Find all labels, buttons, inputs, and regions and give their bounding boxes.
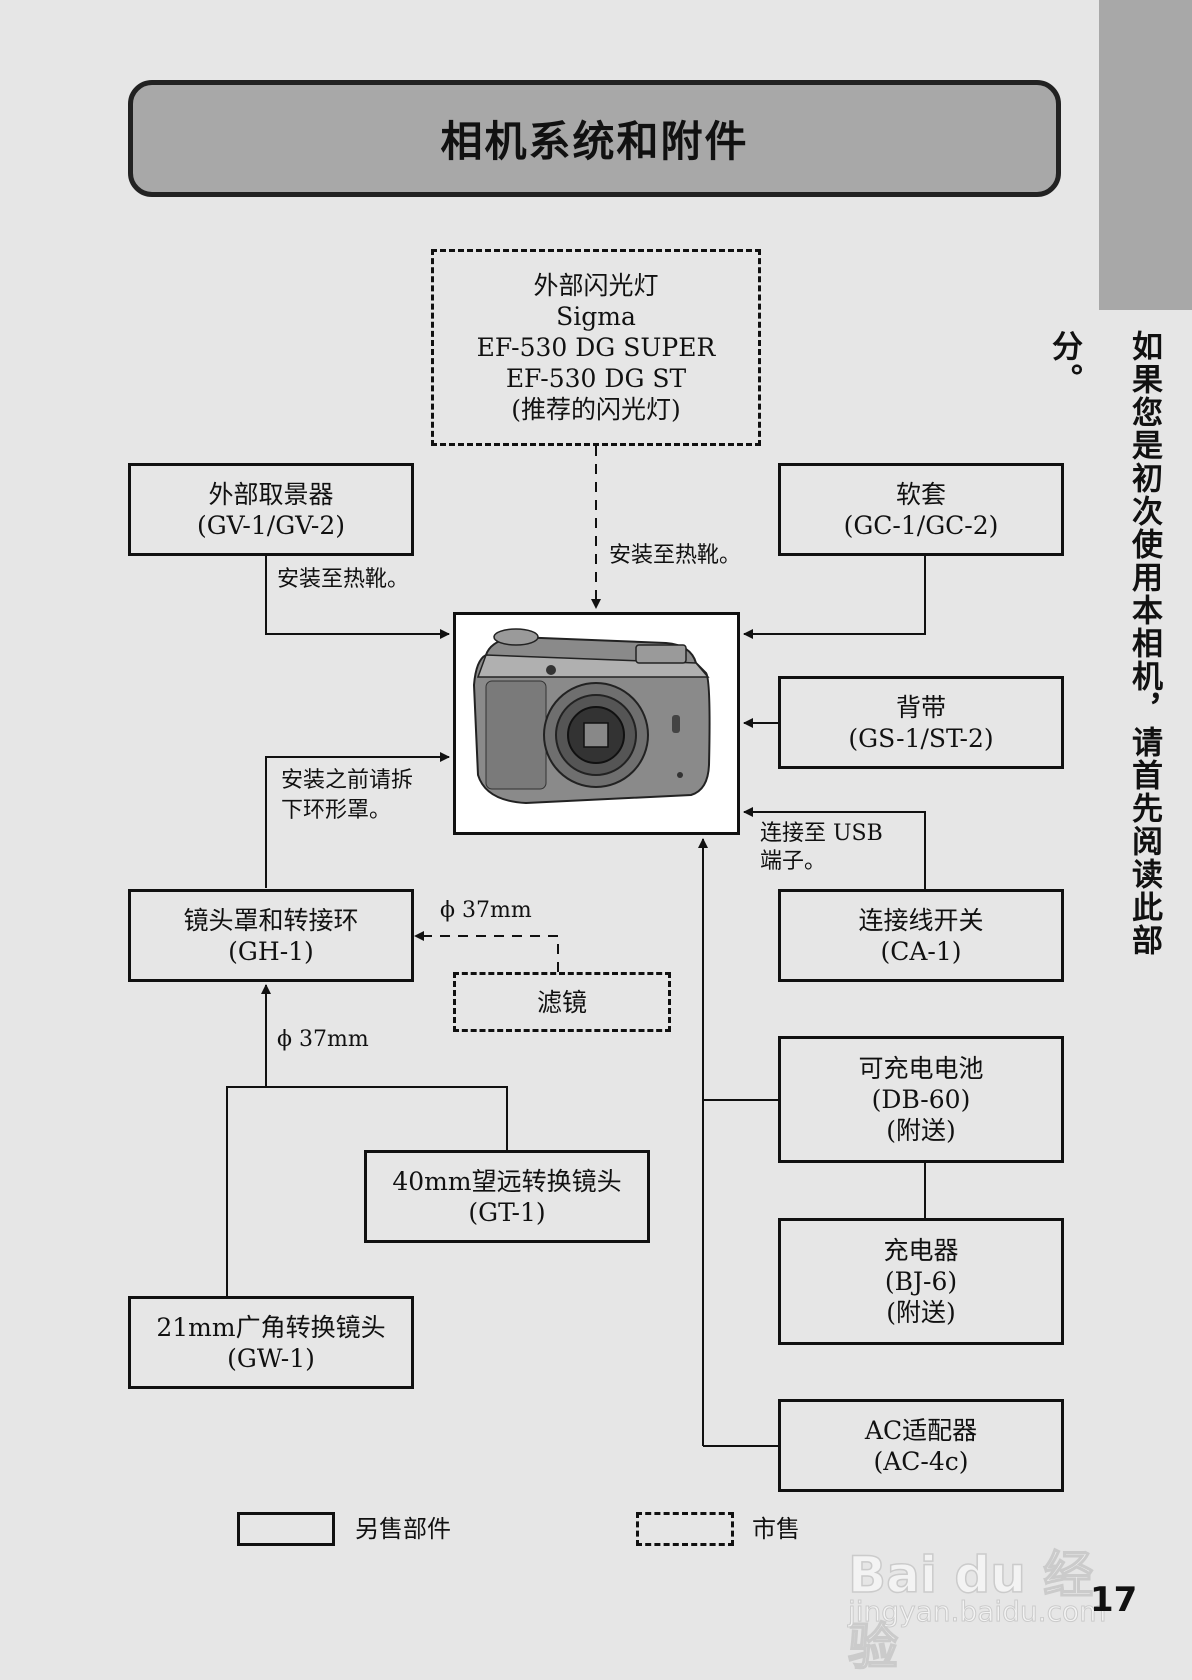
soft-case-model: (GC-1/GC-2)	[843, 510, 999, 540]
camera-image-box	[453, 612, 740, 835]
cable-switch-name: 连接线开关	[858, 905, 984, 935]
flash-model-2: EF-530 DG ST	[505, 364, 687, 393]
usb-label-2: 端子。	[760, 849, 827, 874]
tele-connector	[226, 1086, 508, 1296]
soft-case-box: 软套 (GC-1/GC-2)	[778, 463, 1064, 556]
legend-dashed-swatch	[636, 1512, 734, 1546]
filter-box: 滤镜	[453, 972, 671, 1032]
tele-converter-box: 40mm望远转换镜头 (GT-1)	[364, 1150, 650, 1243]
charger-box: 充电器 (BJ-6) (附送)	[778, 1218, 1064, 1345]
page-title: 相机系统和附件	[440, 117, 749, 166]
wide-converter-name: 21mm广角转换镜头	[156, 1312, 386, 1342]
ac-adapter-box: AC适配器 (AC-4c)	[778, 1399, 1064, 1492]
battery-model: (DB-60)	[871, 1085, 971, 1114]
lens-hood-adapter-box: 镜头罩和转接环 (GH-1)	[128, 889, 414, 982]
legend-solid-swatch	[237, 1512, 335, 1546]
strap-name: 背带	[895, 692, 946, 722]
flash-name: 外部闪光灯	[533, 271, 659, 300]
flash-brand: Sigma	[556, 302, 636, 331]
battery-name: 可充电电池	[858, 1054, 984, 1083]
viewfinder-model: (GV-1/GV-2)	[196, 510, 346, 540]
filter-connector	[414, 931, 559, 972]
wide-converter-box: 21mm广角转换镜头 (GW-1)	[128, 1296, 414, 1389]
hood-adapter-model: (GH-1)	[228, 936, 314, 966]
cable-switch-model: (CA-1)	[880, 936, 962, 966]
charger-model: (BJ-6)	[884, 1267, 958, 1296]
remove-ring-label-1: 安装之前请拆	[281, 768, 414, 793]
battery-note: (附送)	[886, 1116, 956, 1145]
softcase-connector	[743, 556, 926, 639]
cable-switch-box: 连接线开关 (CA-1)	[778, 889, 1064, 982]
charger-name: 充电器	[883, 1236, 959, 1265]
viewfinder-name: 外部取景器	[208, 479, 334, 509]
tele-converter-model: (GT-1)	[468, 1197, 546, 1227]
battery-box: 可充电电池 (DB-60) (附送)	[778, 1036, 1064, 1163]
converter-diameter-label: ϕ 37mm	[277, 1027, 369, 1052]
charger-note: (附送)	[886, 1298, 956, 1327]
soft-case-name: 软套	[895, 479, 946, 509]
flash-model-1: EF-530 DG SUPER	[476, 333, 716, 362]
external-viewfinder-box: 外部取景器 (GV-1/GV-2)	[128, 463, 414, 556]
legend-commercial: 市售	[752, 1515, 800, 1543]
external-flash-box: 外部闪光灯 Sigma EF-530 DG SUPER EF-530 DG ST…	[431, 249, 761, 446]
legend-sold-separately: 另售部件	[355, 1515, 451, 1543]
side-note: 如果您是初次使用本相机，请首先阅读此部分。	[1046, 330, 1162, 957]
tele-converter-name: 40mm望远转换镜头	[392, 1166, 622, 1196]
hood-adapter-name: 镜头罩和转接环	[183, 905, 359, 935]
ac-adapter-name: AC适配器	[864, 1415, 978, 1445]
hood-connector	[265, 752, 450, 888]
page-title-box: 相机系统和附件	[128, 80, 1061, 197]
viewfinder-connector	[265, 556, 450, 639]
hotshoe-label-left: 安装至热靴。	[277, 567, 410, 592]
page-number: 17	[1090, 1580, 1138, 1620]
cable-connector	[743, 807, 926, 889]
strap-box: 背带 (GS-1/ST-2)	[778, 676, 1064, 769]
filter-name: 滤镜	[536, 987, 587, 1017]
ac-adapter-model: (AC-4c)	[873, 1446, 969, 1476]
camera-icon	[472, 628, 711, 805]
usb-label-1: 连接至 USB	[760, 821, 883, 846]
hotshoe-label-top: 安装至热靴。	[609, 543, 742, 568]
watermark-sub: jingyan.baidu.com	[847, 1595, 1107, 1629]
flash-note: (推荐的闪光灯)	[511, 395, 681, 424]
watermark-main: Bai du 经验	[847, 1545, 1094, 1677]
baidu-watermark: Bai du 经验 jingyan.baidu.com	[847, 1535, 1108, 1677]
filter-diameter-label: ϕ 37mm	[440, 898, 532, 923]
wide-converter-model: (GW-1)	[227, 1343, 315, 1373]
side-tab	[1099, 0, 1192, 310]
remove-ring-label-2: 下环形罩。	[281, 798, 392, 823]
strap-model: (GS-1/ST-2)	[848, 723, 994, 753]
